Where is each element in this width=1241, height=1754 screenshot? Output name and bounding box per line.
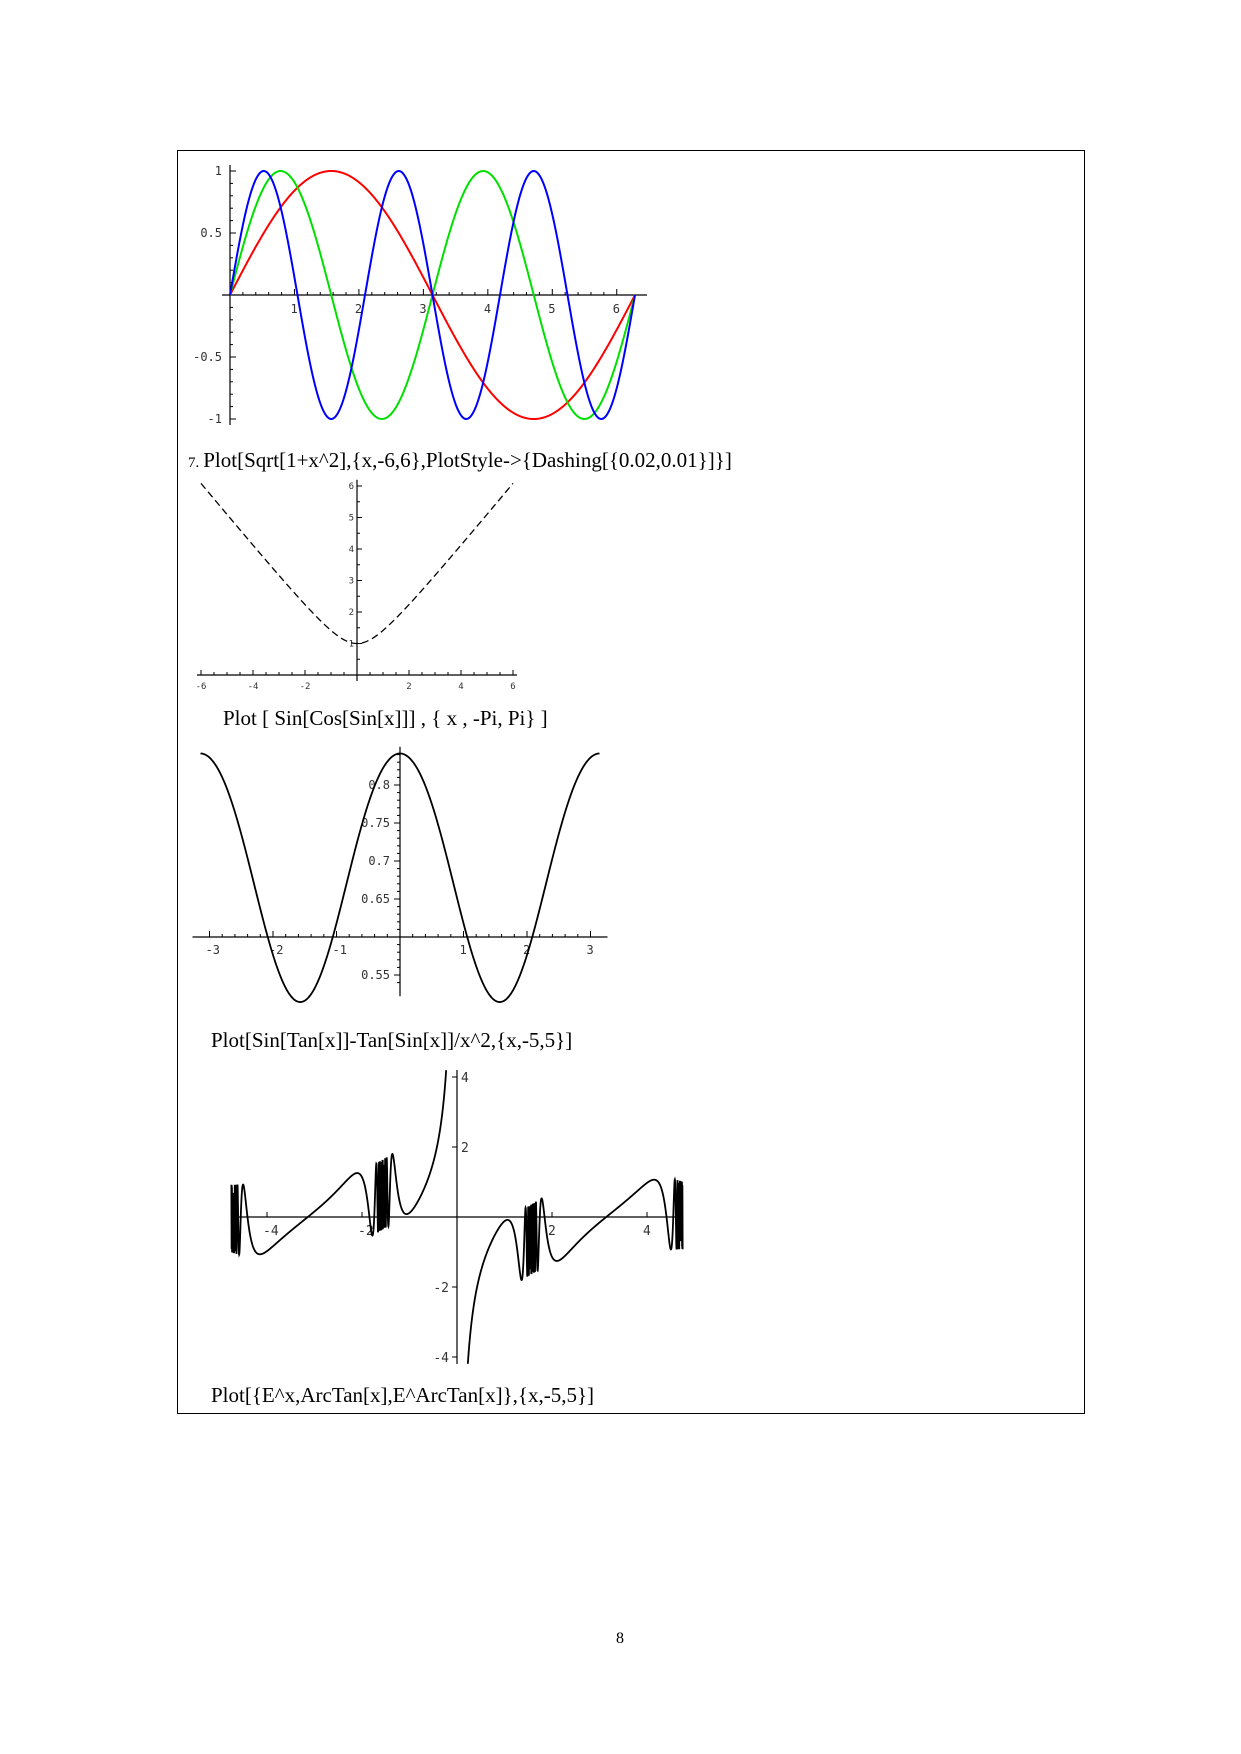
y-tick-label: 0.75 [361,816,390,830]
x-tick-label: 3 [419,302,426,316]
y-tick-label: 1 [349,640,354,650]
x-tick-label: 1 [460,943,467,957]
series-line [229,169,636,421]
x-tick-label: 2 [406,682,411,692]
x-tick-label: 4 [458,682,463,692]
plot-sine-waves: 1 2 3 4 5 6 1 0.5 -0.5 -1 [193,164,647,426]
x-tick-label: -1 [333,943,347,957]
plot-sin-tan: -4 -2 2 4 4 2 -2 -4 [230,1070,684,1366]
x-tick-label: 4 [643,1224,651,1239]
x-tick-label: -2 [300,682,311,692]
series-line [200,752,600,1003]
y-tick-label: 0.8 [368,778,390,792]
caption-plot-sqrt-text: Plot[Sqrt[1+x^2],{x,-6,6},PlotStyle->{Da… [203,448,732,472]
y-tick-label: 2 [349,608,354,618]
y-tick-label: 3 [349,577,354,587]
x-tick-label: 2 [548,1224,556,1239]
item-number: 7. [188,455,200,471]
x-tick-label: -6 [196,682,207,692]
x-tick-label: 2 [523,943,530,957]
plot-sqrt: -6 -4 -2 2 4 6 1 2 3 4 5 6 [196,479,517,692]
y-tick-label: -1 [208,412,222,426]
y-tick-label: 2 [461,1141,469,1156]
x-tick-label: 3 [587,943,594,957]
x-tick-label: -4 [248,682,259,692]
y-tick-label: 4 [349,545,354,555]
y-tick-label: 4 [461,1071,469,1086]
y-tick-label: -4 [433,1351,449,1366]
y-tick-label: 1 [215,164,222,178]
caption-plot-sin-tan: Plot[Sin[Tan[x]]-Tan[Sin[x]]/x^2,{x,-5,5… [211,1028,573,1052]
content-frame [177,150,1085,1414]
x-tick-label: 1 [290,302,297,316]
x-tick-label: 5 [548,302,555,316]
x-tick-label: 4 [484,302,491,316]
x-tick-label: 6 [510,682,515,692]
page-number: 8 [616,1630,624,1647]
x-tick-label: -3 [206,943,220,957]
caption-plot-exp-arctan: Plot[{E^x,ArcTan[x],E^ArcTan[x]},{x,-5,5… [211,1383,595,1407]
caption-plot-sin-cos-sin: Plot [ Sin[Cos[Sin[x]]] , { x , -Pi, Pi}… [223,706,548,730]
y-tick-label: -2 [433,1281,449,1296]
x-tick-label: 2 [355,302,362,316]
series-line [200,482,514,645]
y-tick-label: 0.65 [361,892,390,906]
y-tick-label: 0.5 [200,226,222,240]
x-tick-label: -2 [358,1224,374,1239]
y-tick-label: 6 [349,482,354,492]
y-tick-label: -0.5 [193,350,222,364]
x-tick-label: -4 [263,1224,279,1239]
y-tick-label: 0.7 [368,854,390,868]
caption-plot-sqrt: 7.Plot[Sqrt[1+x^2],{x,-6,6},PlotStyle->{… [188,450,732,471]
y-tick-label: 0.55 [361,968,390,982]
x-tick-label: 6 [613,302,620,316]
series-line [230,1070,684,1364]
y-tick-label: 5 [349,514,354,524]
